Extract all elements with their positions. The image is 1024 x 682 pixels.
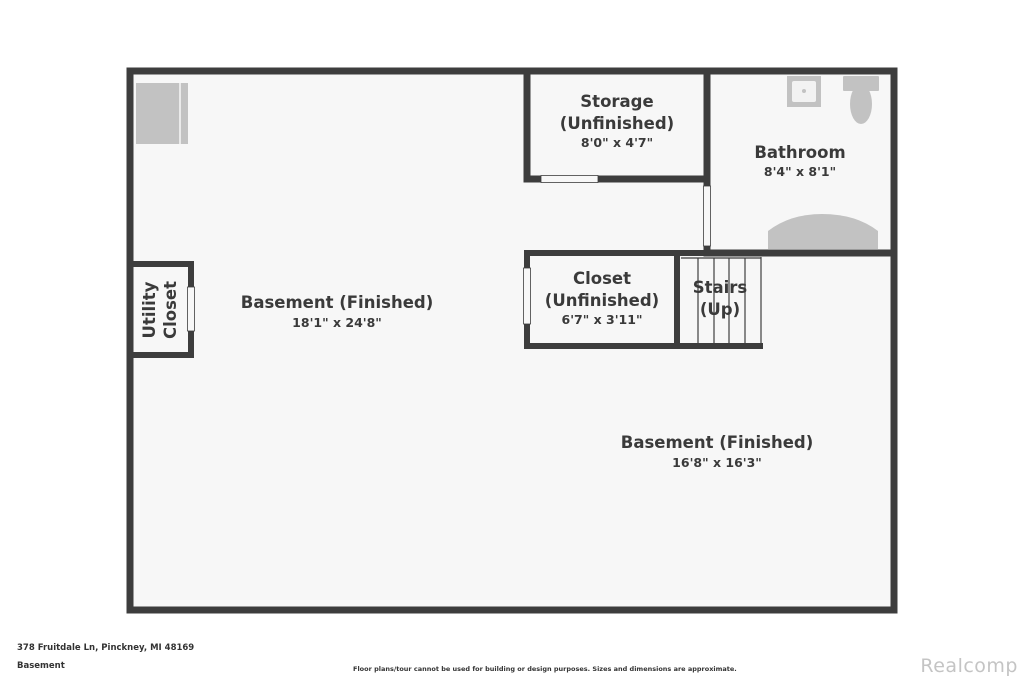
closet-dims: 6'7" x 3'11" — [562, 312, 643, 327]
lower-basement-name: Basement (Finished) — [621, 433, 813, 452]
utility-closet-label: Utility Closet — [140, 281, 180, 339]
bathroom-door-gap — [703, 185, 711, 247]
utility-name-1: Utility — [140, 281, 159, 338]
outer-wall — [126, 67, 898, 614]
storage-door-gap — [540, 175, 599, 183]
toilet-icon — [843, 76, 879, 124]
main-basement-dims: 18'1" x 24'8" — [292, 315, 382, 330]
storage-name-2: (Unfinished) — [560, 114, 674, 133]
stairs-name-1: Stairs — [693, 278, 748, 297]
floor-level-label: Basement — [17, 661, 65, 671]
stair-treads — [681, 257, 762, 346]
stairs-name-2: (Up) — [700, 300, 740, 319]
bathroom-name: Bathroom — [754, 143, 845, 162]
closet-name-1: Closet — [573, 269, 631, 288]
storage-dims: 8'0" x 4'7" — [581, 135, 653, 150]
lower-basement-dims: 16'8" x 16'3" — [672, 455, 762, 470]
closet-door-gap — [523, 267, 531, 325]
disclaimer-text: Floor plans/tour cannot be used for buil… — [353, 665, 737, 673]
closet-name-2: (Unfinished) — [545, 291, 659, 310]
main-basement-name: Basement (Finished) — [241, 293, 433, 312]
realcomp-watermark: Realcomp — [920, 655, 1018, 677]
utility-door-gap — [187, 286, 195, 332]
sink-icon — [787, 76, 821, 107]
closet-walls — [524, 250, 763, 349]
property-address: 378 Fruitdale Ln, Pinckney, MI 48169 — [17, 643, 195, 653]
storage-name-1: Storage — [580, 92, 653, 111]
bathtub-icon — [768, 214, 878, 249]
appliance-icon — [136, 83, 188, 144]
bathroom-dims: 8'4" x 8'1" — [764, 164, 836, 179]
utility-name-2: Closet — [161, 281, 180, 339]
floor-area — [131, 72, 893, 609]
